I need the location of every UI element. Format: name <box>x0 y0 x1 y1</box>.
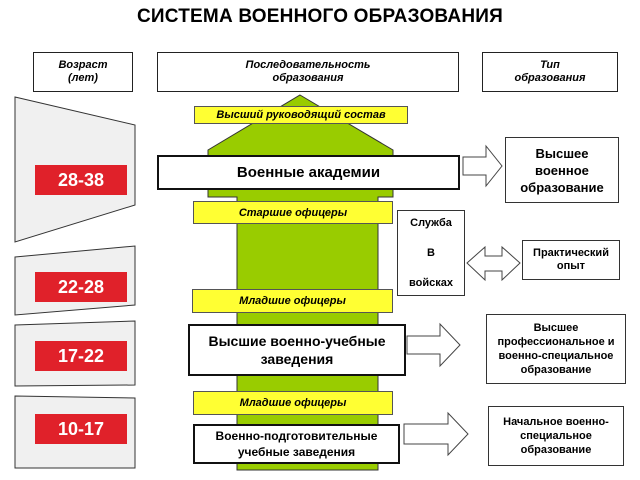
label-top-command: Высший руководящий состав <box>194 106 408 124</box>
age-badge-22-28: 22-28 <box>35 272 127 302</box>
double-arrow-service <box>466 245 521 282</box>
age-badge-28-38: 28-38 <box>35 165 127 195</box>
type-practical-experience: Практический опыт <box>522 240 620 280</box>
type-higher-military: Высшее военное образование <box>505 137 619 203</box>
header-type: Тип образования <box>482 52 618 92</box>
arrow-higher-schools <box>406 322 461 368</box>
label-junior-officers-1: Младшие офицеры <box>192 289 393 313</box>
type-higher-professional: Высшее профессиональное и военно-специал… <box>486 314 626 384</box>
service-in-troops-box: Служба В войсках <box>397 210 465 296</box>
arrow-academies <box>462 144 503 188</box>
label-junior-officers-2: Младшие офицеры <box>193 391 393 415</box>
service-line-1: Служба <box>410 217 452 229</box>
service-line-3: войсках <box>409 277 453 289</box>
box-higher-military-schools: Высшие военно-учебные заведения <box>188 324 406 376</box>
box-military-prep-schools: Военно-подготовительные учебные заведени… <box>193 424 400 464</box>
age-badge-17-22: 17-22 <box>35 341 127 371</box>
page-title: СИСТЕМА ВОЕННОГО ОБРАЗОВАНИЯ <box>137 6 503 27</box>
label-senior-officers: Старшие офицеры <box>193 201 393 224</box>
header-age: Возраст (лет) <box>33 52 133 92</box>
arrow-prep-schools <box>403 411 469 457</box>
service-line-2: В <box>427 247 435 259</box>
header-sequence: Последовательность образования <box>157 52 459 92</box>
age-badge-10-17: 10-17 <box>35 414 127 444</box>
type-initial-military: Начальное военно- специальное образовани… <box>488 406 624 466</box>
box-military-academies: Военные академии <box>157 155 460 190</box>
